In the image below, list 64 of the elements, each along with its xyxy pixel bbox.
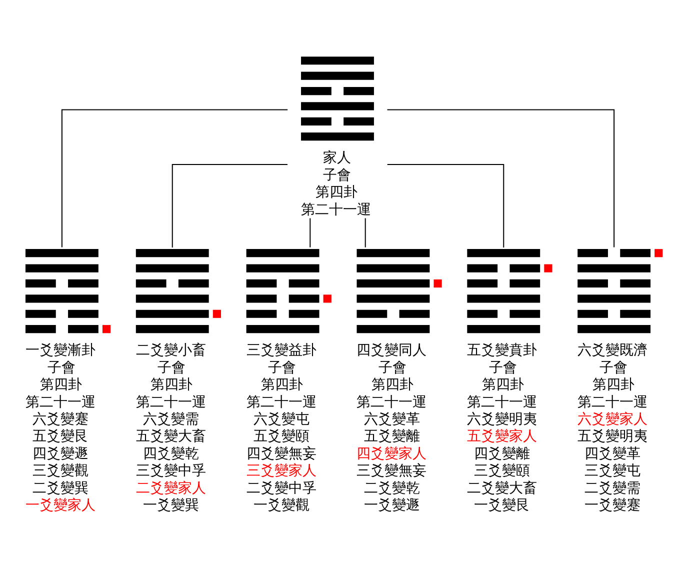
node-label: 四爻變乾 xyxy=(142,445,199,462)
node-label: 第二十一運 xyxy=(301,201,372,218)
node-label: 二爻變需 xyxy=(584,480,641,496)
node-label: 五爻變離 xyxy=(364,428,420,444)
node-label: 三爻變益卦 xyxy=(246,342,316,358)
node-label: 三爻變中孚 xyxy=(136,462,206,479)
node-label: 二爻變大畜 xyxy=(467,480,538,496)
node-label: 四爻變革 xyxy=(584,445,641,462)
node-label: 第二十一運 xyxy=(25,394,96,410)
node-label: 第四卦 xyxy=(150,376,193,393)
node-label: 四爻變遯 xyxy=(32,445,89,462)
node-label: 三爻變無妄 xyxy=(356,462,427,479)
node-label: 六爻變明夷 xyxy=(467,410,538,427)
node-label: 子會 xyxy=(488,359,517,376)
node-label: 第四卦 xyxy=(592,376,634,393)
node-label: 四爻變家人 xyxy=(356,445,427,462)
node-label: 五爻變艮 xyxy=(32,428,89,444)
node-label: 第四卦 xyxy=(40,376,82,393)
node-label: 六爻變家人 xyxy=(578,410,648,427)
node-label: 一爻變漸卦 xyxy=(25,342,96,358)
node-label: 四爻變離 xyxy=(474,445,530,462)
node-label: 三爻變屯 xyxy=(584,462,641,479)
node-label: 第二十一運 xyxy=(136,394,206,410)
node-label: 第二十一運 xyxy=(467,394,538,410)
node-label: 第二十一運 xyxy=(356,394,427,410)
node-label: 一爻變艮 xyxy=(474,497,530,514)
node-label: 一爻變觀 xyxy=(253,497,310,514)
node-label: 子會 xyxy=(47,359,76,376)
node-label: 二爻變家人 xyxy=(136,480,206,496)
node-label: 第二十一運 xyxy=(246,394,316,410)
node-label: 一爻變家人 xyxy=(25,497,96,514)
node-label: 第二十一運 xyxy=(578,394,648,410)
node-label: 五爻變家人 xyxy=(467,428,538,444)
node-label: 四爻變無妄 xyxy=(246,445,316,462)
node-label: 子會 xyxy=(158,359,186,376)
node-label: 三爻變頤 xyxy=(474,462,530,479)
node-label: 二爻變中孚 xyxy=(246,480,316,496)
node-label: 子會 xyxy=(378,359,407,376)
node-label: 六爻變需 xyxy=(142,410,199,427)
node-label: 子會 xyxy=(599,359,628,376)
node-label: 三爻變家人 xyxy=(246,462,316,479)
node-label: 五爻變大畜 xyxy=(136,428,206,444)
node-label: 五爻變賁卦 xyxy=(467,342,538,358)
node-label: 一爻變遯 xyxy=(364,497,420,514)
node-label: 六爻變蹇 xyxy=(32,410,89,427)
node-label: 第四卦 xyxy=(371,376,414,393)
node-label: 三爻變觀 xyxy=(32,462,89,479)
node-label: 五爻變明夷 xyxy=(578,428,648,444)
node-label: 四爻變同人 xyxy=(356,342,427,358)
node-label: 子會 xyxy=(268,359,296,376)
node-label: 二爻變小畜 xyxy=(136,342,206,358)
node-label: 六爻變既濟 xyxy=(578,342,648,358)
node-label: 子會 xyxy=(322,166,351,183)
node-label: 第四卦 xyxy=(261,376,304,393)
node-label: 第四卦 xyxy=(482,376,524,393)
node-label: 第四卦 xyxy=(316,184,358,200)
node-label: 六爻變屯 xyxy=(253,410,310,427)
node-label: 一爻變蹇 xyxy=(584,497,641,514)
node-label: 六爻變革 xyxy=(364,410,420,427)
node-label: 二爻變巽 xyxy=(32,480,89,496)
node-label: 家人 xyxy=(322,150,351,166)
node-label: 一爻變巽 xyxy=(142,497,199,514)
node-label: 五爻變頤 xyxy=(253,428,310,444)
node-label: 二爻變乾 xyxy=(364,480,420,496)
